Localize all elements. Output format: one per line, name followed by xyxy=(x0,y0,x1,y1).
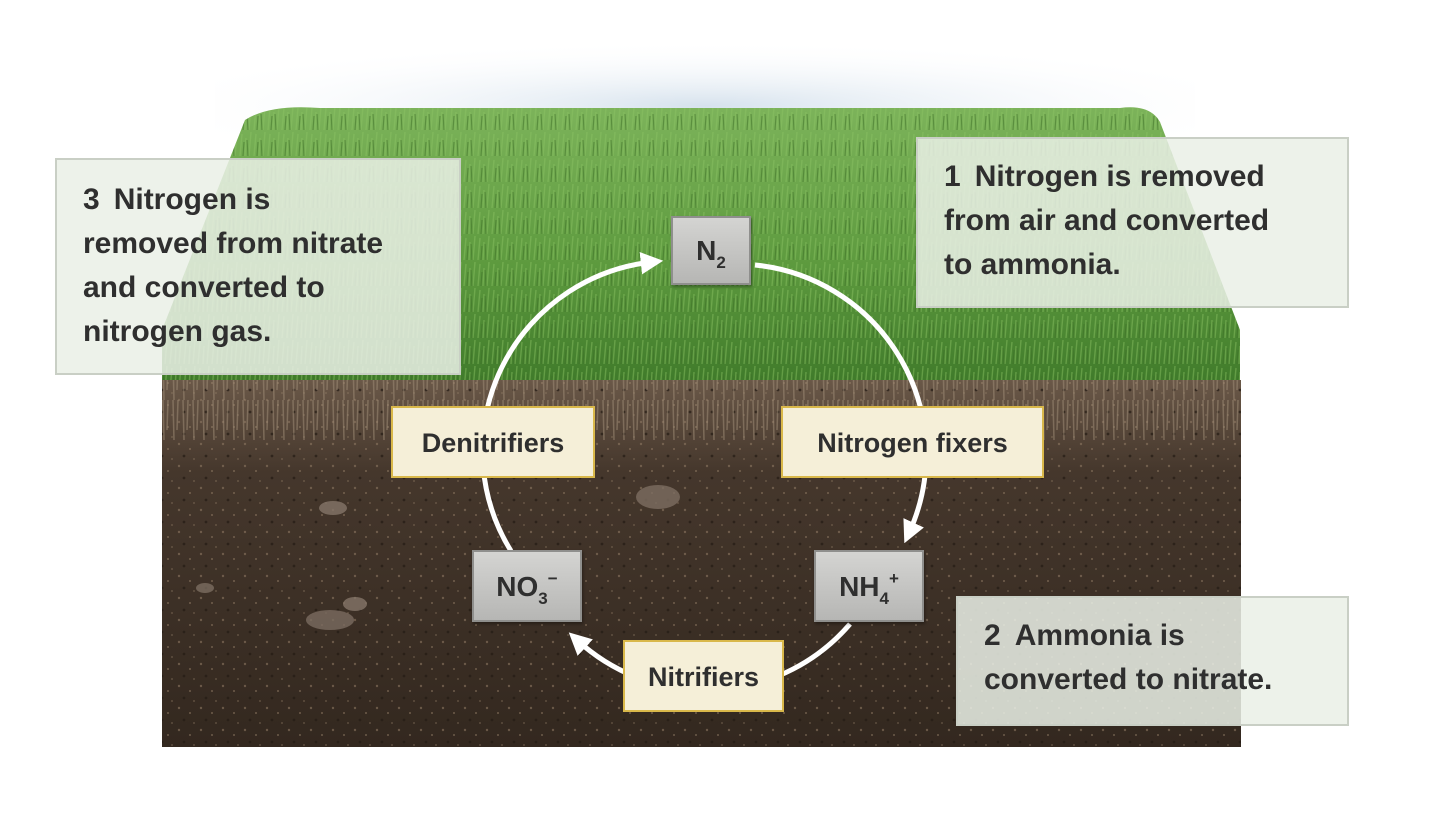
pebble xyxy=(196,583,214,593)
ammonium-compound: NH4+ xyxy=(814,550,924,622)
step-3-line-2: removed from nitrate xyxy=(83,227,384,260)
step-1-line-2: from air and converted xyxy=(944,204,1270,237)
n2-compound: N2 xyxy=(671,216,751,285)
pebble xyxy=(343,597,367,611)
pebble xyxy=(636,485,680,509)
step-3-line-3: and converted to xyxy=(83,271,325,304)
nitrifiers-label: Nitrifiers xyxy=(623,640,784,712)
pebble xyxy=(319,501,347,515)
pebble xyxy=(306,610,354,630)
root-zone xyxy=(162,380,1241,440)
step-3-number: 3 xyxy=(83,183,100,216)
step-1-line-3: to ammonia. xyxy=(944,248,1121,281)
step-2-line-2: converted to nitrate. xyxy=(984,663,1273,696)
step-3-line-4: nitrogen gas. xyxy=(83,315,272,348)
denitrification-arrow xyxy=(480,252,664,553)
denitrifiers-label: Denitrifiers xyxy=(391,406,595,478)
nitrogen-fixers-label: Nitrogen fixers xyxy=(781,406,1044,478)
step-2-number: 2 xyxy=(984,619,1001,652)
nitrate-compound: NO3− xyxy=(472,550,582,622)
fixation-arrow xyxy=(754,262,929,544)
step-1-number: 1 xyxy=(944,160,961,193)
